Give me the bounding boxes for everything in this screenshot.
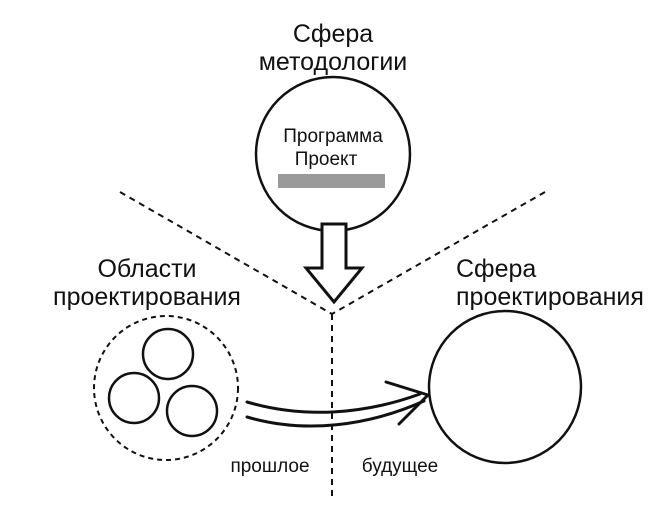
boundary-line-right: [331, 191, 546, 315]
program-label: Программа: [283, 126, 383, 147]
methodology-title-line1: Сфера: [293, 20, 373, 48]
design-areas-title-line1: Области: [97, 255, 196, 283]
boundary-line-left: [119, 191, 333, 315]
design-sphere-title-line2: проектирования: [456, 283, 644, 311]
sector-boundaries: [119, 191, 546, 500]
methodology-title-line2: методологии: [259, 48, 408, 76]
past-label: прошлое: [230, 456, 309, 477]
design-areas-dashed-circle: [93, 315, 239, 461]
design-sphere-title-line1: Сфера: [456, 255, 536, 283]
design-areas-title-line2: проектирования: [53, 283, 241, 311]
design-areas: Области проектирования: [53, 255, 241, 461]
project-bar: [278, 174, 385, 188]
design-sphere-circle: [427, 309, 583, 465]
project-label: Проект: [295, 149, 358, 170]
transition-arrow-upper-line: [245, 392, 422, 414]
transition-arrow-head: [384, 380, 430, 426]
future-label: будущее: [362, 456, 438, 477]
design-area-circle-top: [141, 327, 195, 381]
transition-arrow: [245, 380, 430, 428]
hollow-down-arrow: [302, 222, 366, 305]
design-sphere: Сфера проектирования: [427, 255, 644, 465]
design-area-circle-right: [165, 384, 219, 438]
methodology-sphere: Сфера методологии Программа Проект: [254, 20, 412, 233]
transition-arrow-lower-line: [245, 399, 426, 428]
design-area-circle-left: [107, 371, 161, 425]
